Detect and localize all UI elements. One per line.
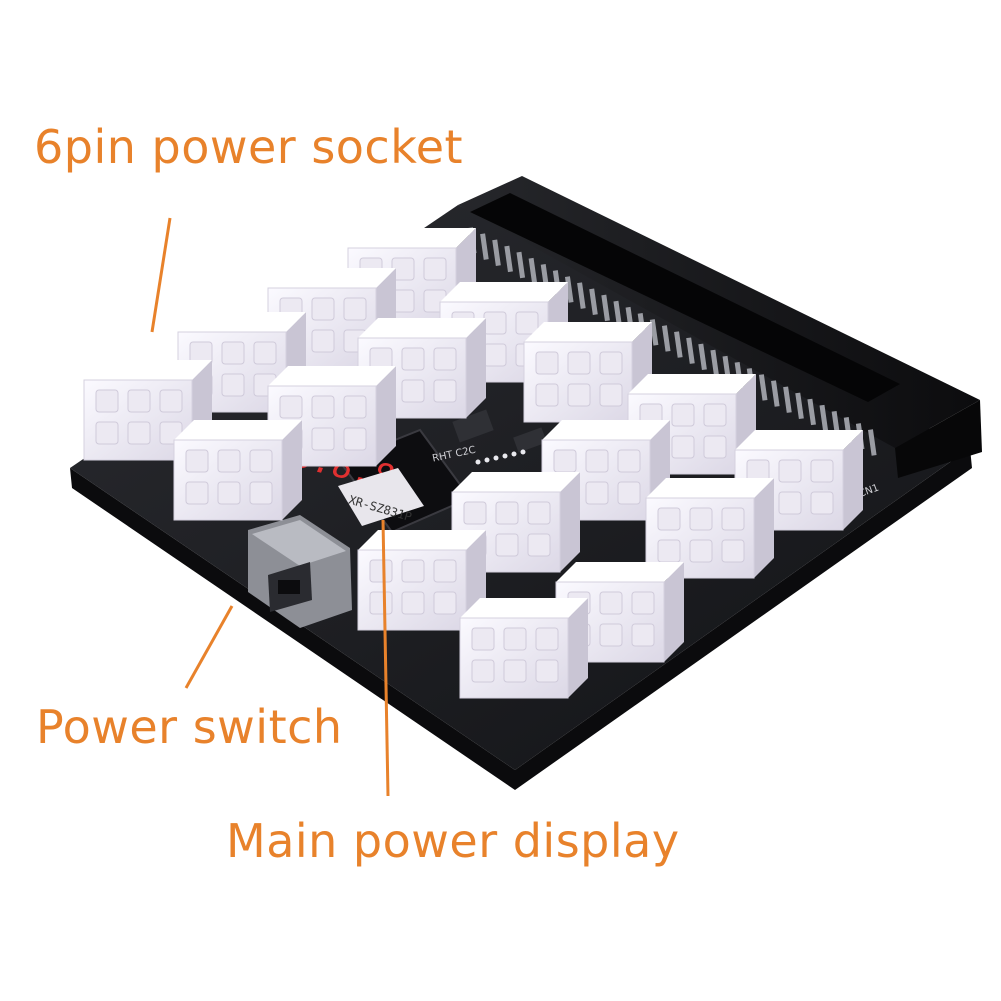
led-dot [484, 457, 490, 463]
connector-pin [516, 251, 526, 279]
connector-pin [577, 282, 586, 309]
connector-pin [589, 288, 598, 315]
led-dot [493, 455, 499, 461]
connector-pin [771, 380, 780, 407]
callout-line-display [381, 519, 390, 797]
6pin-power-sockets [83, 228, 863, 699]
callout-line-switch [184, 605, 234, 689]
connector-pin [783, 386, 792, 413]
connector-pin [807, 398, 816, 426]
connector-pin [698, 343, 707, 371]
6pin-socket [173, 420, 302, 521]
connector-pin [528, 257, 538, 285]
6pin-socket [645, 478, 774, 579]
callout-label-switch: Power switch [36, 700, 343, 754]
connector-pin [795, 392, 804, 420]
6pin-socket [459, 598, 588, 699]
connector-pin [710, 349, 719, 377]
callout-label-socket: 6pin power socket [34, 120, 464, 174]
led-dot [475, 459, 481, 465]
connector-pin [492, 239, 501, 266]
connector-pin [868, 429, 877, 456]
connector-pin [661, 325, 671, 352]
status-leds [475, 449, 526, 465]
small-chip [513, 427, 547, 453]
connector-pin [613, 300, 623, 328]
connector-pin [758, 374, 768, 401]
connector-pin [819, 404, 829, 432]
led-dot [502, 453, 508, 459]
small-chip [452, 409, 494, 443]
6pin-socket [523, 322, 652, 423]
callout-line-socket [150, 217, 172, 333]
power-switch [248, 515, 352, 628]
led-dot [520, 449, 526, 455]
connector-pin [601, 294, 610, 322]
connector-pin [674, 331, 683, 358]
connector-pin [480, 233, 489, 260]
led-dot [511, 451, 517, 457]
edge-connector [458, 176, 982, 478]
connector-pin [686, 337, 695, 364]
callout-label-display: Main power display [226, 814, 680, 868]
connector-pin [504, 245, 513, 273]
